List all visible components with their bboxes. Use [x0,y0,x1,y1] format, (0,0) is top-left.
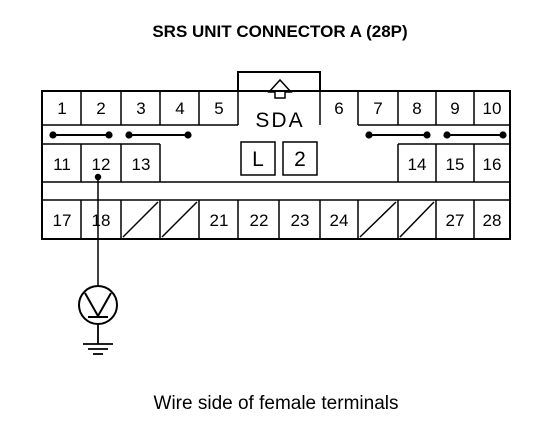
latch-label: SDA [255,109,304,132]
diagram-caption: Wire side of female terminals [154,393,399,414]
pin-label: 24 [330,211,349,230]
pin-label: 13 [132,155,151,174]
key-box-l [240,141,276,176]
pin-label: 7 [373,99,382,118]
pin-label: 10 [483,99,502,118]
pin-label: 27 [446,211,465,230]
row3-pins: 17 18 21 22 23 24 27 28 [53,211,502,230]
row2-dividers [80,144,475,182]
key-label-l: L [252,148,264,171]
pin-label: 16 [483,155,502,174]
pin-label: 22 [250,211,269,230]
key-box-2 [282,141,318,176]
pin-label: 28 [483,211,502,230]
arrow-up-icon [267,78,293,99]
pin-label: 6 [334,99,343,118]
row2-pins: 11 12 13 14 15 16 [53,155,501,174]
pin-label: 15 [446,155,465,174]
ground-icon [83,324,113,355]
pin-label: 8 [412,99,421,118]
pin-label: 5 [214,99,223,118]
pin-label: 11 [53,155,71,174]
unused-cavities [122,201,435,238]
probe-wire [94,173,102,286]
latch-housing [237,71,321,91]
pin-label: 14 [408,155,427,174]
pin-label: 12 [92,155,111,174]
pin-label: 17 [53,211,72,230]
row3-dividers [80,200,475,239]
diagram-title: SRS UNIT CONNECTOR A (28P) [152,22,407,41]
pin-label: 2 [96,99,105,118]
row1-pins: 1 2 3 4 5 6 7 8 9 10 [57,99,501,118]
voltmeter-icon [78,285,118,325]
pin-label: 21 [210,211,229,230]
pin-label: 3 [136,99,145,118]
pin-label: 9 [450,99,459,118]
row1-dividers [80,91,475,125]
connector-outline [41,90,511,240]
pin-label: 4 [175,99,184,118]
pin-label: 1 [57,99,66,118]
pin-label: 18 [92,211,111,230]
pin-label: 23 [291,211,310,230]
shorting-bars [49,131,507,139]
key-label-2: 2 [294,148,306,171]
